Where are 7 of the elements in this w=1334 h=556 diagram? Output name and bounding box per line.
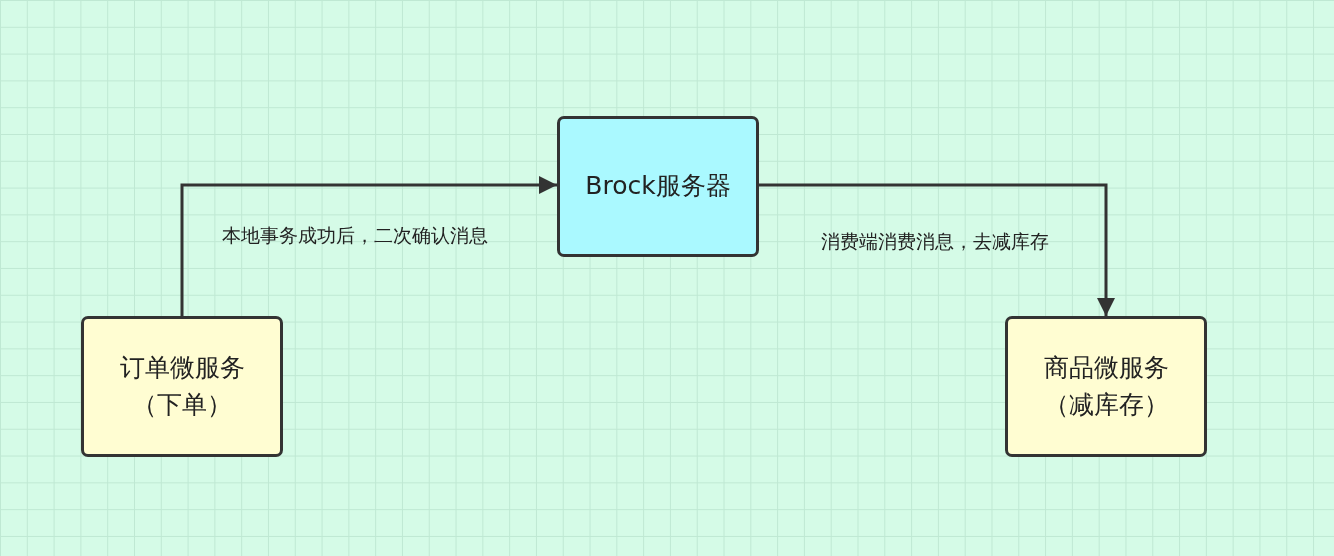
service-box: 订单微服务（下单） [81, 316, 283, 457]
edge-label: 消费端消费消息，去减库存 [820, 229, 1050, 254]
arrow [759, 183, 1115, 316]
arrow [180, 176, 557, 316]
edge-label: 本地事务成功后，二次确认消息 [221, 223, 489, 248]
service-box: 商品微服务（减库存） [1005, 316, 1207, 457]
server-box: Brock服务器 [557, 116, 759, 257]
